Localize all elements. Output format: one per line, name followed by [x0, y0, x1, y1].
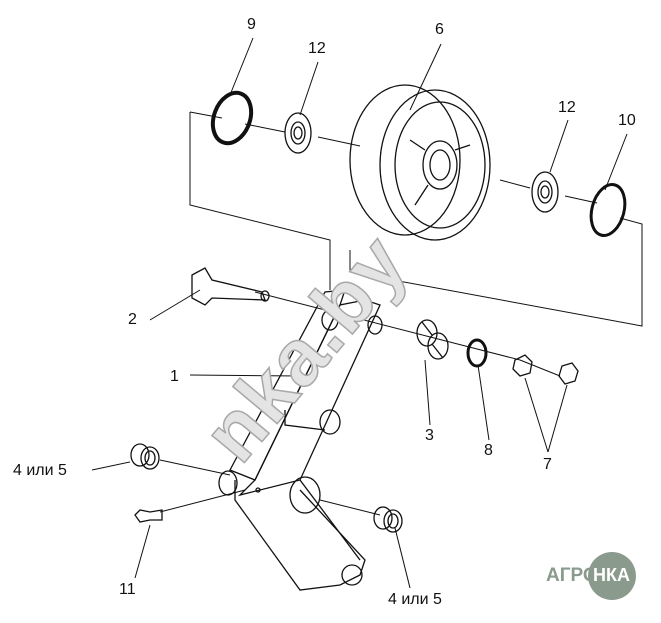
part-1-arm	[218, 289, 383, 591]
part-7-nuts	[512, 354, 579, 385]
callout-12-right: 12	[558, 99, 576, 116]
part-8-washer	[466, 338, 488, 368]
part-2-pin	[191, 267, 270, 306]
part-4-5-bushing-left	[130, 443, 160, 470]
part-6-pulley	[349, 84, 491, 241]
callout-6: 6	[435, 21, 444, 38]
callout-4-or-5-left: 4 или 5	[13, 462, 67, 479]
logo-right-text: НКА	[593, 565, 630, 585]
callout-10: 10	[618, 112, 636, 129]
logo-left-text: АГРО	[546, 565, 598, 586]
callout-3: 3	[425, 427, 434, 444]
callout-7: 7	[543, 456, 552, 473]
part-11-grease-fitting	[134, 509, 163, 523]
part-10-circlip	[589, 183, 627, 237]
leader-lines	[91, 37, 628, 589]
callout-4-or-5-right: 4 или 5	[388, 591, 442, 608]
callout-9: 9	[247, 16, 256, 33]
part-3-bushing	[416, 319, 449, 360]
assembly-axis-lines	[159, 111, 643, 516]
callout-8: 8	[484, 442, 493, 459]
part-4-5-bushing-right	[373, 506, 403, 533]
part-9-retaining-ring	[210, 90, 254, 146]
callout-2: 2	[128, 311, 137, 328]
part-12-bearing-right	[531, 171, 559, 213]
callout-1: 1	[170, 368, 179, 385]
callout-12-left: 12	[308, 40, 326, 57]
agronka-logo: АГРО НКА	[538, 552, 636, 602]
callout-11: 11	[119, 581, 136, 598]
logo-circle	[588, 552, 636, 600]
part-12-bearing-left	[284, 112, 312, 154]
